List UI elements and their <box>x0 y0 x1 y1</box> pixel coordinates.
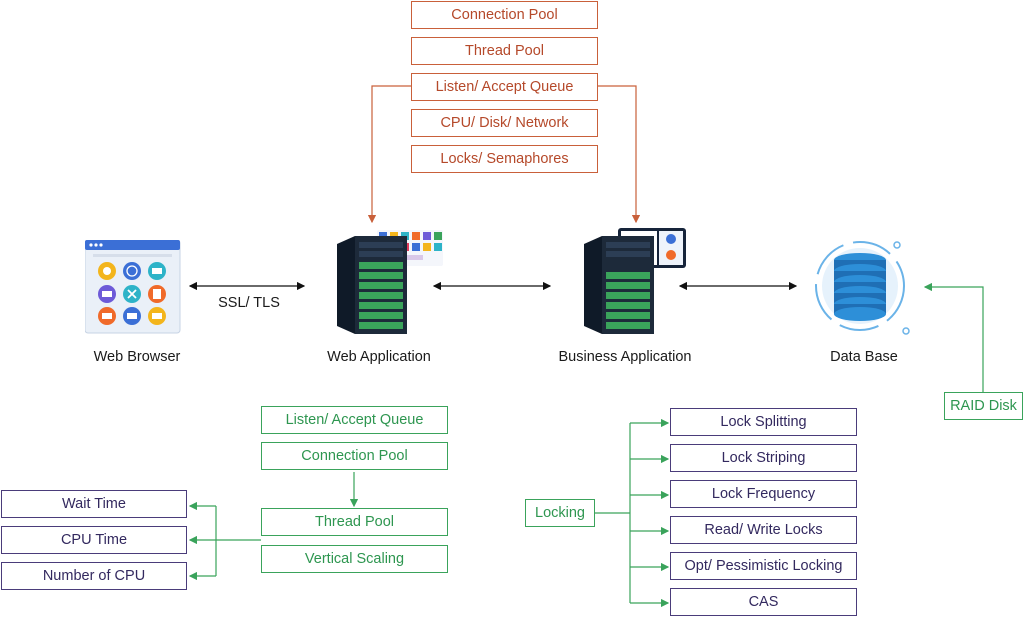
number-of-cpu-box: Number of CPU <box>1 562 187 590</box>
raid-disk-box: RAID Disk <box>944 392 1023 420</box>
web-browser-icon <box>84 239 181 339</box>
lock-frequency-box: Lock Frequency <box>670 480 857 508</box>
ssl-tls-label: SSL/ TLS <box>218 295 280 311</box>
top-cpu-disk-network-box: CPU/ Disk/ Network <box>411 109 598 137</box>
web-application-server-icon <box>333 226 445 343</box>
lock-splitting-box: Lock Splitting <box>670 408 857 436</box>
data-base-label: Data Base <box>830 349 898 365</box>
lock-striping-box: Lock Striping <box>670 444 857 472</box>
cas-box: CAS <box>670 588 857 616</box>
raid-to-database-connector <box>923 282 984 392</box>
wait-time-box: Wait Time <box>1 490 187 518</box>
locking-box: Locking <box>525 499 595 527</box>
middle-thread-pool-box: Thread Pool <box>261 508 448 536</box>
business-application-server-icon <box>580 226 692 343</box>
top-listen-accept-queue-box: Listen/ Accept Queue <box>411 73 598 101</box>
read-write-locks-box: Read/ Write Locks <box>670 516 857 544</box>
cpu-time-box: CPU Time <box>1 526 187 554</box>
web-application-label: Web Application <box>327 349 431 365</box>
middle-listen-accept-queue-box: Listen/ Accept Queue <box>261 406 448 434</box>
queue-to-business-app-connector <box>598 85 641 224</box>
database-icon <box>800 236 920 341</box>
web-browser-label: Web Browser <box>93 349 181 365</box>
top-connection-pool-box: Connection Pool <box>411 1 598 29</box>
middle-vertical-scaling-box: Vertical Scaling <box>261 545 448 573</box>
queue-to-web-app-connector <box>367 85 411 224</box>
business-application-label: Business Application <box>558 349 692 365</box>
opt-pessimistic-locking-box: Opt/ Pessimistic Locking <box>670 552 857 580</box>
top-locks-semaphores-box: Locks/ Semaphores <box>411 145 598 173</box>
middle-connection-pool-box: Connection Pool <box>261 442 448 470</box>
top-thread-pool-box: Thread Pool <box>411 37 598 65</box>
